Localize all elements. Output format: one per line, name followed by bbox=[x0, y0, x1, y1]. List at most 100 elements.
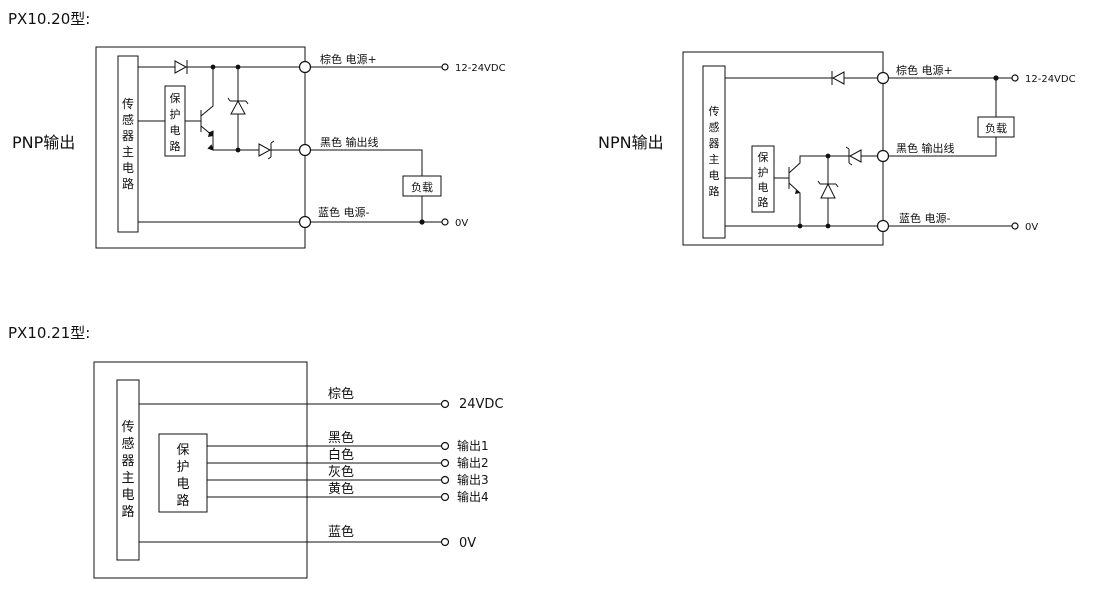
npn-main-circuit-char: 器 bbox=[709, 137, 720, 150]
pnp-protection-char: 电 bbox=[170, 124, 181, 137]
px1021-main-circuit-char: 传 bbox=[121, 420, 134, 435]
npn-load-label: 负载 bbox=[985, 121, 1007, 135]
npn-protection-char: 路 bbox=[758, 196, 769, 209]
npn-black-terminal bbox=[876, 149, 890, 163]
pnp-ground-terminal bbox=[441, 218, 449, 226]
px1021-main-circuit-char: 感 bbox=[121, 436, 134, 452]
pnp-main-circuit-char: 路 bbox=[122, 176, 134, 191]
npn-main-circuit-char: 感 bbox=[709, 121, 720, 134]
px1021-protection-block: 保 护 电 路 bbox=[158, 433, 208, 513]
px1021-yellow-label: 黄色 bbox=[328, 481, 354, 497]
npn-protection-block: 保 护 电 路 bbox=[751, 145, 775, 213]
px1021-main-circuit-char: 器 bbox=[121, 454, 134, 469]
pnp-black-terminal bbox=[298, 143, 312, 157]
npn-output-zener bbox=[845, 146, 862, 166]
pnp-diagram: 传 感 器 主 电 路 保 护 电 路 bbox=[95, 46, 506, 249]
npn-main-circuit-char: 主 bbox=[709, 153, 720, 166]
px1021-main-circuit-char: 主 bbox=[121, 471, 134, 486]
npn-protection-char: 保 bbox=[758, 150, 769, 164]
npn-supply-voltage-label: 12-24VDC bbox=[1025, 74, 1076, 85]
pnp-protection-char: 保 bbox=[170, 91, 181, 105]
pnp-brown-terminal bbox=[298, 60, 312, 74]
npn-series-diode bbox=[831, 71, 845, 85]
npn-ground-terminal bbox=[1011, 222, 1019, 230]
px1021-blue-label: 蓝色 bbox=[328, 524, 354, 540]
px1021-protection-char: 护 bbox=[176, 460, 189, 475]
px1021-black-label: 黑色 bbox=[328, 430, 354, 446]
pnp-brown-wire-label: 棕色 电源+ bbox=[320, 52, 377, 66]
pnp-protection-char: 护 bbox=[170, 107, 181, 121]
npn-protection-char: 电 bbox=[758, 181, 769, 194]
npn-diagram: 传 感 器 主 电 路 保 护 电 路 bbox=[682, 51, 1076, 246]
npn-load-box: 负载 bbox=[977, 116, 1015, 138]
pnp-main-circuit-char: 传 bbox=[122, 96, 134, 111]
px1021-ground-label: 0V bbox=[459, 536, 476, 551]
pnp-series-diode bbox=[174, 60, 188, 74]
px1021-out4-terminal bbox=[440, 492, 450, 502]
px1021-main-circuit-block: 传 感 器 主 电 路 bbox=[116, 379, 140, 561]
px1021-protection-char: 电 bbox=[176, 477, 189, 492]
pnp-junction-dot bbox=[235, 64, 241, 70]
npn-zener-diode bbox=[817, 156, 839, 226]
npn-junction-dot bbox=[825, 223, 831, 229]
npn-output-label: NPN输出 bbox=[598, 133, 664, 152]
pnp-blue-terminal bbox=[298, 215, 312, 229]
pnp-main-circuit-char: 器 bbox=[122, 129, 134, 143]
px1021-supply-voltage-label: 24VDC bbox=[459, 397, 504, 412]
px1021-blue-terminal bbox=[440, 537, 450, 547]
pnp-black-wire bbox=[304, 149, 423, 176]
npn-black-wire bbox=[882, 137, 997, 157]
px1021-diagram: 传 感 器 主 电 路 保 护 电 路 棕色 黑色 白色 bbox=[93, 361, 504, 579]
pnp-load-label: 负载 bbox=[411, 180, 433, 194]
pnp-main-circuit-block: 传 感 器 主 电 路 bbox=[117, 55, 139, 233]
model-title-px1021: PX10.21型: bbox=[8, 324, 90, 342]
pnp-load-box: 负载 bbox=[402, 175, 442, 197]
pnp-blue-wire-label: 蓝色 电源- bbox=[318, 205, 369, 219]
model-title-px1020: PX10.20型: bbox=[8, 10, 90, 28]
pnp-supply-terminal bbox=[441, 63, 449, 71]
px1021-out1-terminal bbox=[440, 441, 450, 451]
pnp-black-wire-label: 黑色 输出线 bbox=[320, 135, 379, 149]
px1021-brown-label: 棕色 bbox=[328, 386, 354, 402]
pnp-supply-voltage-label: 12-24VDC bbox=[455, 63, 506, 74]
pnp-main-circuit-char: 感 bbox=[122, 112, 134, 127]
npn-main-circuit-char: 路 bbox=[709, 185, 720, 198]
npn-protection-char: 护 bbox=[758, 165, 769, 179]
npn-main-circuit-char: 传 bbox=[709, 105, 720, 118]
npn-ground-label: 0V bbox=[1025, 222, 1038, 233]
px1021-out3-terminal bbox=[440, 475, 450, 485]
npn-black-wire-label: 黑色 输出线 bbox=[896, 141, 955, 155]
px1021-main-circuit-char: 路 bbox=[121, 504, 134, 520]
pnp-junction-dot bbox=[235, 147, 241, 153]
px1021-brown-terminal bbox=[440, 399, 450, 409]
px1021-out4-label: 输出4 bbox=[457, 489, 489, 504]
npn-brown-wire-label: 棕色 电源+ bbox=[896, 63, 953, 77]
px1021-protection-char: 保 bbox=[176, 443, 189, 458]
npn-transistor bbox=[786, 155, 882, 226]
px1021-out3-label: 输出3 bbox=[457, 472, 489, 487]
npn-brown-terminal bbox=[876, 71, 890, 85]
px1021-out2-terminal bbox=[440, 458, 450, 468]
pnp-protection-char: 路 bbox=[170, 140, 181, 153]
npn-main-circuit-block: 传 感 器 主 电 路 bbox=[702, 65, 726, 239]
pnp-main-circuit-char: 主 bbox=[122, 145, 134, 159]
px1021-white-label: 白色 bbox=[328, 447, 354, 463]
px1021-main-circuit-char: 电 bbox=[121, 488, 134, 503]
npn-junction-dot bbox=[797, 223, 803, 229]
pnp-output-label: PNP输出 bbox=[12, 133, 75, 152]
npn-main-circuit-char: 电 bbox=[709, 169, 720, 182]
npn-supply-terminal bbox=[1011, 74, 1019, 82]
npn-blue-wire-label: 蓝色 电源- bbox=[899, 211, 950, 225]
pnp-protection-block: 保 护 电 路 bbox=[164, 85, 186, 157]
npn-junction-dot bbox=[825, 153, 831, 159]
px1021-gray-label: 灰色 bbox=[328, 464, 354, 480]
px1021-out2-label: 输出2 bbox=[457, 455, 489, 470]
pnp-ground-label: 0V bbox=[455, 218, 468, 229]
pnp-output-zener bbox=[258, 140, 275, 160]
pnp-main-circuit-char: 电 bbox=[122, 161, 134, 175]
npn-blue-terminal bbox=[876, 219, 890, 233]
pnp-zener-diode bbox=[227, 67, 249, 150]
px1021-out1-label: 输出1 bbox=[457, 438, 489, 453]
